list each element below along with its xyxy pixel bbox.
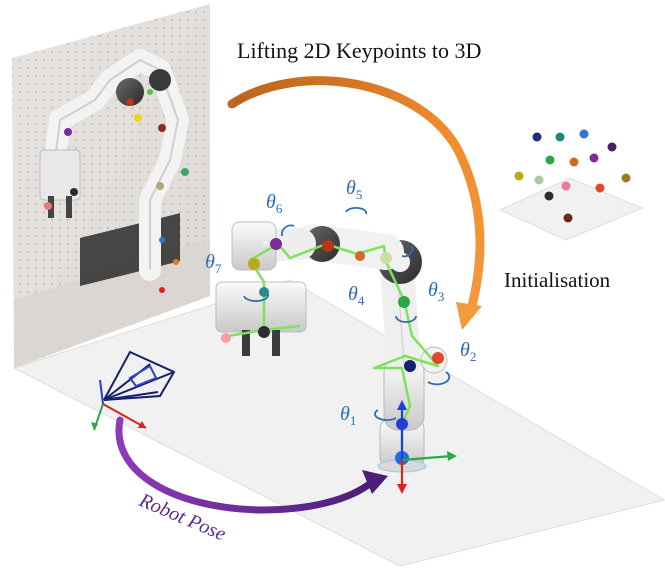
pose-arrow: [115, 416, 376, 514]
joint-label-5: θ5: [346, 177, 362, 202]
joint-label-6: θ6: [266, 191, 283, 216]
title-label: Lifting 2D Keypoints to 3D: [237, 38, 481, 63]
camera-frustum-icon: [103, 350, 176, 401]
image-plane: [12, 4, 210, 368]
lifting-arrowhead: [456, 302, 482, 330]
joint-label-7: θ7: [205, 251, 222, 276]
joint-label-2: θ2: [460, 339, 476, 364]
joint-labels: θ1 θ2 θ3 θ4 θ5 θ6 θ7: [205, 177, 476, 428]
initialisation-label: Initialisation: [504, 268, 611, 292]
coordinate-axes-icon: [91, 379, 147, 431]
initial-keypoints: [498, 129, 644, 241]
lifting-arrow: [227, 76, 485, 319]
robot-keypoints: [221, 238, 444, 465]
base-axes: [397, 400, 457, 494]
joint-label-1: θ1: [340, 403, 356, 428]
joint-label-4: θ4: [348, 283, 365, 308]
rotation-arrow-icon: [243, 207, 451, 421]
joint-label-3: θ3: [428, 279, 444, 304]
pose-arrowhead: [362, 470, 388, 494]
ground-plane: [12, 279, 665, 567]
